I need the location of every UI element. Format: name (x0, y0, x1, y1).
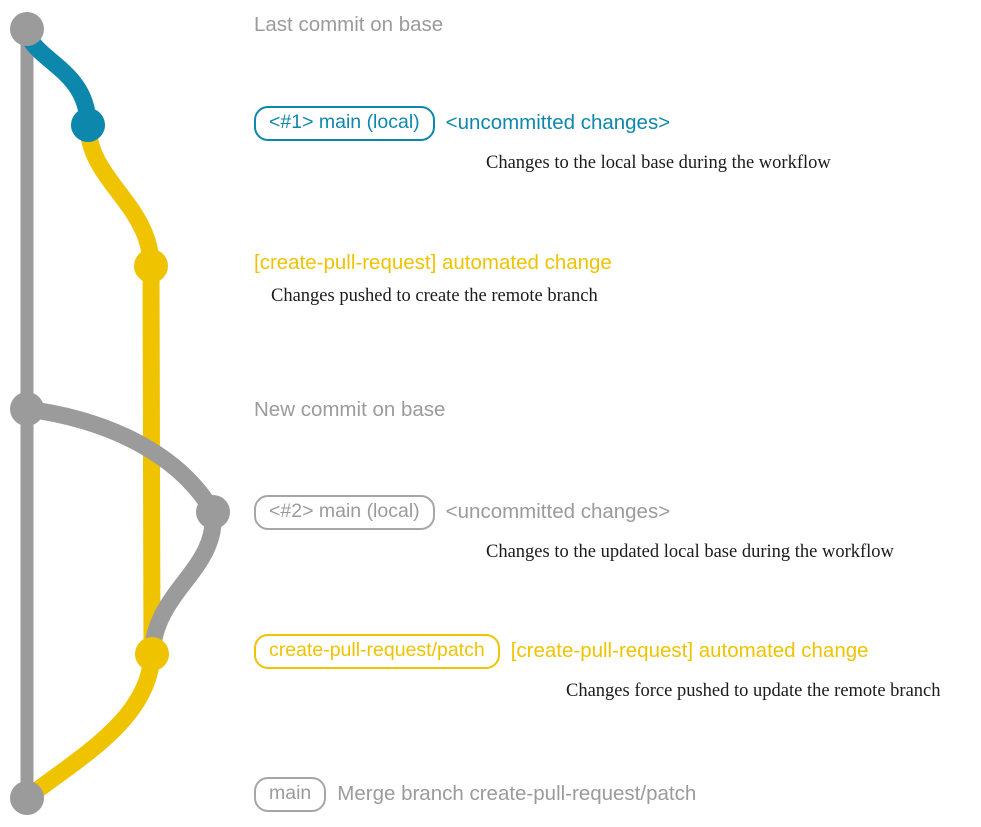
commit-subject: Last commit on base (254, 13, 444, 36)
commit-description: Changes pushed to create the remote bran… (271, 285, 598, 306)
commit-description: Changes to the local base during the wor… (486, 152, 831, 173)
annotation-head: New commit on base (254, 398, 446, 421)
commit-node-patch-1[interactable] (134, 249, 168, 283)
commit-subject: <uncommitted changes> (445, 111, 671, 134)
commit-description: Changes force pushed to update the remot… (566, 680, 941, 701)
branch-tag-main-local-2[interactable]: <#2> main (local) (254, 495, 435, 530)
annotation-head: <#1> main (local) <uncommitted changes> (254, 106, 831, 141)
edge-updated-base-branch (18, 400, 222, 521)
commit-subject: Merge branch create-pull-request/patch (337, 782, 697, 805)
commit-node-patch-2[interactable] (135, 637, 169, 671)
annotation-last-commit: Last commit on base (254, 13, 444, 36)
branch-tag-create-pull-request-patch[interactable]: create-pull-request/patch (254, 634, 500, 669)
commit-subject: New commit on base (254, 398, 446, 421)
commit-node-base-merge[interactable] (10, 781, 44, 815)
annotation-local-2: <#2> main (local) <uncommitted changes> … (254, 495, 894, 561)
annotation-head: create-pull-request/patch [create-pull-r… (254, 634, 941, 669)
commit-node-base-new[interactable] (10, 392, 44, 426)
annotation-head: <#2> main (local) <uncommitted changes> (254, 495, 894, 530)
annotation-new-commit: New commit on base (254, 398, 446, 421)
annotation-local-1: <#1> main (local) <uncommitted changes> … (254, 106, 831, 172)
commit-description: Changes to the updated local base during… (486, 541, 894, 562)
annotation-automated-1: [create-pull-request] automated change C… (254, 251, 612, 306)
branch-tag-main[interactable]: main (254, 777, 327, 812)
annotation-merge: main Merge branch create-pull-request/pa… (254, 777, 696, 812)
commit-node-base-last[interactable] (10, 12, 44, 46)
commit-subject: [create-pull-request] automated change (510, 639, 869, 662)
commit-node-local-1[interactable] (71, 108, 105, 142)
annotation-automated-2: create-pull-request/patch [create-pull-r… (254, 634, 941, 700)
edge-updated-base-to-patch (143, 503, 222, 663)
annotation-head: Last commit on base (254, 13, 444, 36)
annotation-head: [create-pull-request] automated change (254, 251, 612, 274)
branch-tag-main-local-1[interactable]: <#1> main (local) (254, 106, 435, 141)
commit-subject: <uncommitted changes> (445, 500, 671, 523)
edge-patch-merge (18, 645, 161, 807)
annotation-head: main Merge branch create-pull-request/pa… (254, 777, 696, 812)
commit-subject: [create-pull-request] automated change (254, 251, 612, 274)
commit-node-local-2[interactable] (196, 495, 230, 529)
edge-patch-create (79, 116, 160, 275)
